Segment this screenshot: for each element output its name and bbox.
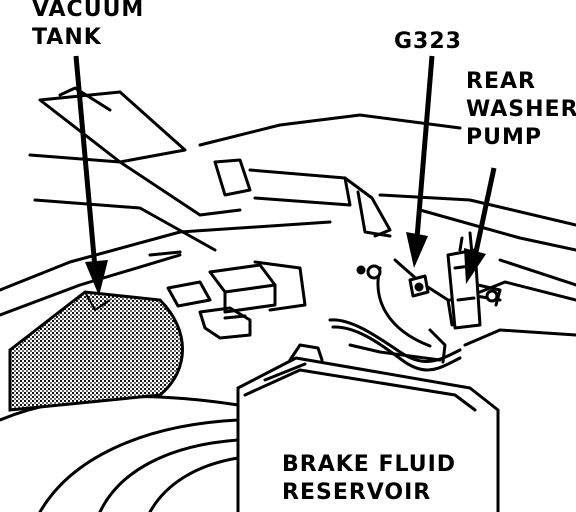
hoses-and-wiring (328, 258, 462, 372)
vacuum-tank-leader (73, 55, 98, 269)
rear-washer-pump-label-line-2: WASHER (466, 97, 576, 122)
rear-washer-pump-label-line-3: PUMP (466, 125, 543, 150)
brake-fluid-reservoir-label: BRAKE FLUID RESERVOIR (282, 451, 456, 507)
fender-panel (0, 86, 332, 317)
washer-pump-leader (473, 167, 497, 253)
ground-arrowhead (406, 232, 428, 268)
ground-leader (414, 55, 435, 239)
ground-point-g323 (408, 274, 430, 298)
vacuum-tank-arrowhead (85, 260, 108, 296)
connector-block (166, 260, 307, 340)
leader-arrows (73, 55, 497, 296)
wheelhouse (0, 395, 240, 512)
vacuum-tank-label-line-1: VACUUM (32, 0, 145, 22)
rear-washer-pump-label: REAR WASHER PUMP (466, 68, 576, 152)
vacuum-tank-label-line-2: TANK (32, 25, 102, 50)
vacuum-tank-label: VACUUM TANK (32, 0, 144, 52)
washer-pump-arrowhead (464, 248, 486, 284)
cowl-bracket (198, 113, 462, 238)
vacuum-tank (8, 290, 184, 412)
brake-fluid-reservoir-label-line-1: BRAKE FLUID (282, 452, 457, 477)
ground-point-label-text: G323 (394, 29, 462, 54)
rear-washer-pump-label-line-1: REAR (466, 69, 536, 94)
ground-point-label: G323 (394, 28, 462, 56)
brake-fluid-reservoir (236, 343, 500, 512)
brake-fluid-reservoir-label-line-2: RESERVOIR (282, 480, 432, 505)
